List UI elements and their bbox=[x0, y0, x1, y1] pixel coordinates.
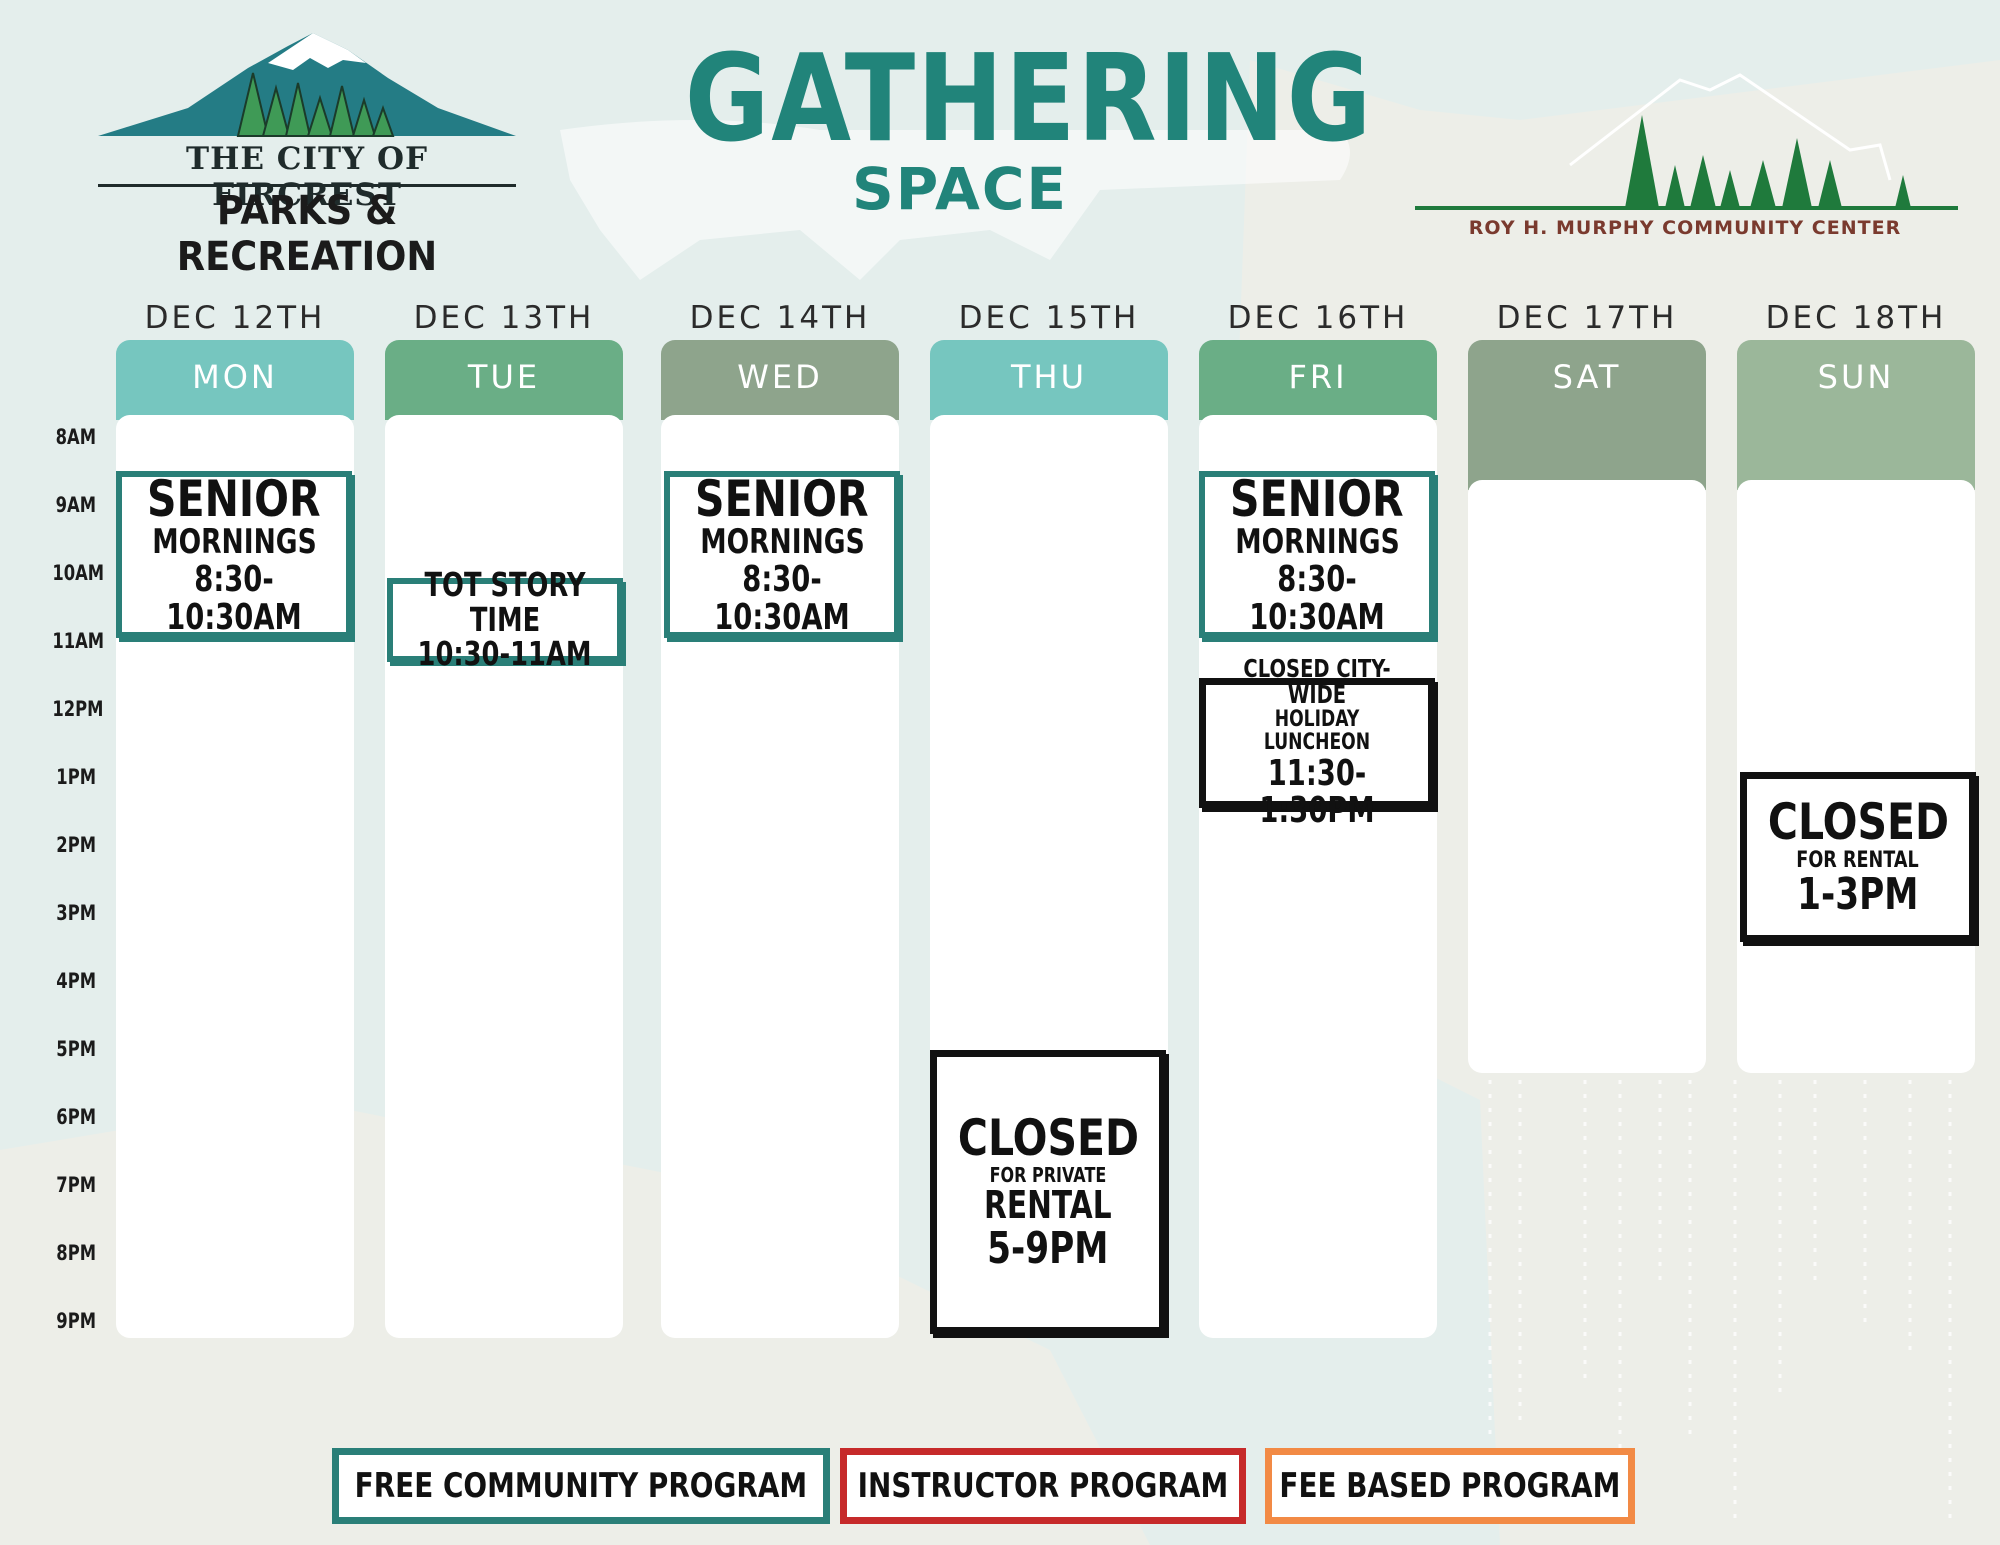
event-sun-closed-rental[interactable]: CLOSED FOR RENTAL 1-3PM bbox=[1740, 772, 1976, 942]
day-column-sat bbox=[1468, 480, 1706, 1073]
time-label: 3PM bbox=[56, 901, 96, 925]
day-header-sun: SUN bbox=[1737, 340, 1975, 490]
time-label: 10AM bbox=[52, 561, 105, 585]
day-header-wed: WED bbox=[661, 340, 899, 420]
pine-trees-icon bbox=[1415, 73, 1958, 210]
logo-city-name: THE CITY OF FIRCREST bbox=[186, 141, 428, 213]
event-tue-tot-story-time[interactable]: TOT STORY TIME 10:30-11AM bbox=[387, 567, 623, 671]
day-header-fri: FRI bbox=[1199, 340, 1437, 420]
fircrest-parks-logo: THE CITY OF FIRCREST PARKS & RECREATION bbox=[98, 28, 516, 280]
day-header-sat: SAT bbox=[1468, 340, 1706, 490]
community-center-name: ROY H. MURPHY COMMUNITY CENTER bbox=[1468, 217, 1902, 239]
time-label: 8AM bbox=[55, 425, 96, 449]
day-header-tue: TUE bbox=[385, 340, 623, 420]
event-fri-closed-holiday-luncheon[interactable]: CLOSED CITY-WIDE HOLIDAY LUNCHEON 11:30-… bbox=[1199, 655, 1435, 830]
event-mon-senior-mornings[interactable]: SENIOR MORNINGS 8:30-10:30AM bbox=[116, 471, 352, 638]
day-date: DEC 18TH bbox=[1765, 300, 1947, 336]
day-date: DEC 17TH bbox=[1496, 300, 1678, 336]
time-label: 1PM bbox=[56, 765, 96, 789]
logo-department: PARKS & RECREATION bbox=[176, 188, 438, 280]
time-label: 12PM bbox=[52, 697, 104, 721]
day-column-tue bbox=[385, 415, 623, 1338]
time-label: 9PM bbox=[56, 1309, 96, 1333]
time-label: 4PM bbox=[56, 969, 96, 993]
day-date: DEC 15TH bbox=[958, 300, 1140, 336]
legend-fee-based-program: FEE BASED PROGRAM bbox=[1265, 1448, 1635, 1524]
time-label: 9AM bbox=[55, 493, 96, 517]
time-label: 11AM bbox=[52, 629, 105, 653]
event-fri-senior-mornings[interactable]: SENIOR MORNINGS 8:30-10:30AM bbox=[1199, 471, 1435, 638]
event-thu-closed-private-rental[interactable]: CLOSED FOR PRIVATE RENTAL 5-9PM bbox=[930, 1050, 1166, 1334]
time-label: 5PM bbox=[56, 1037, 96, 1061]
event-wed-senior-mornings[interactable]: SENIOR MORNINGS 8:30-10:30AM bbox=[664, 471, 900, 638]
day-date: DEC 16TH bbox=[1227, 300, 1409, 336]
legend-instructor-program: INSTRUCTOR PROGRAM bbox=[840, 1448, 1246, 1524]
page-subtitle: SPACE bbox=[851, 155, 1069, 223]
day-date: DEC 12TH bbox=[144, 300, 326, 336]
day-header-thu: THU bbox=[930, 340, 1168, 420]
time-label: 7PM bbox=[56, 1173, 96, 1197]
time-label: 8PM bbox=[56, 1241, 96, 1265]
day-header-mon: MON bbox=[116, 340, 354, 420]
page-title: GATHERING bbox=[684, 30, 1374, 169]
day-date: DEC 13TH bbox=[413, 300, 595, 336]
legend-free-community-program: FREE COMMUNITY PROGRAM bbox=[332, 1448, 830, 1524]
time-label: 6PM bbox=[56, 1105, 96, 1129]
logo-divider bbox=[98, 184, 516, 187]
day-date: DEC 14TH bbox=[689, 300, 871, 336]
community-center-logo: ROY H. MURPHY COMMUNITY CENTER bbox=[1410, 60, 1960, 250]
mountain-icon bbox=[98, 33, 516, 137]
time-label: 2PM bbox=[56, 833, 96, 857]
